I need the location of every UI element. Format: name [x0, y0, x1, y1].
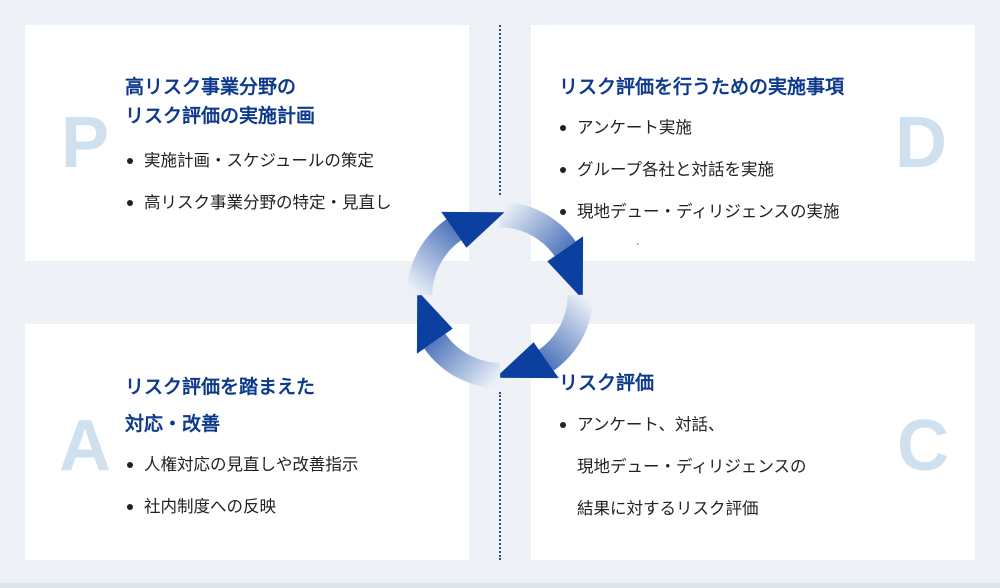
act-item: 人権対応の見直しや改善指示	[126, 444, 358, 486]
bottom-strip	[0, 583, 1000, 588]
act-panel: A リスク評価を踏まえた 対応・改善 人権対応の見直しや改善指示 社内制度への反…	[25, 324, 469, 560]
do-letter: D	[895, 103, 947, 183]
check-title-line-1: リスク評価	[559, 372, 655, 394]
do-item: 現地デュー・ディリジェンスの実施	[559, 191, 840, 233]
act-title-line-1: リスク評価を踏まえた	[125, 376, 316, 398]
check-title: リスク評価	[559, 369, 654, 398]
act-item: 社内制度への反映	[126, 486, 358, 528]
act-item-list: 人権対応の見直しや改善指示 社内制度への反映	[126, 444, 358, 528]
plan-item-list: 実施計画・スケジュールの策定 高リスク事業分野の特定・見直し	[126, 140, 392, 224]
plan-title: 高リスク事業分野の リスク評価の実施計画	[125, 73, 315, 131]
act-letter: A	[59, 406, 111, 486]
check-item-continuation: 結果に対するリスク評価	[577, 499, 759, 518]
divider-top	[499, 25, 501, 195]
stray-dot	[637, 243, 639, 245]
cycle-arrow-top-left	[406, 211, 505, 296]
plan-title-line-2: リスク評価の実施計画	[125, 105, 316, 127]
do-title-line-1: リスク評価を行うための実施事項	[559, 76, 845, 98]
do-item: グループ各社と対話を実施	[559, 149, 840, 191]
act-title-line-2: 対応・改善	[125, 413, 221, 435]
cycle-arrow-top-right	[499, 201, 584, 300]
plan-item: 高リスク事業分野の特定・見直し	[126, 182, 392, 224]
check-letter: C	[897, 406, 949, 486]
act-title: リスク評価を踏まえた 対応・改善	[125, 369, 315, 443]
check-item: アンケート、対話、	[559, 404, 807, 446]
plan-letter: P	[61, 103, 110, 183]
do-title: リスク評価を行うための実施事項	[559, 73, 844, 102]
cycle-arrow-bottom-right	[495, 294, 594, 379]
pdca-cycle-arrows	[406, 201, 594, 389]
plan-item: 実施計画・スケジュールの策定	[126, 140, 392, 182]
plan-panel: P 高リスク事業分野の リスク評価の実施計画 実施計画・スケジュールの策定 高リ…	[25, 25, 469, 261]
check-item-continuation: 現地デュー・ディリジェンスの	[577, 457, 807, 476]
do-item-list: アンケート実施 グループ各社と対話を実施 現地デュー・ディリジェンスの実施	[559, 107, 840, 233]
do-panel: D リスク評価を行うための実施事項 アンケート実施 グループ各社と対話を実施 現…	[531, 25, 975, 261]
cycle-arrow-bottom-left	[416, 290, 501, 389]
check-panel: C リスク評価 アンケート、対話、 現地デュー・ディリジェンスの 結果に対するリ…	[531, 324, 975, 560]
do-item: アンケート実施	[559, 107, 840, 149]
plan-title-line-1: 高リスク事業分野の	[125, 76, 297, 98]
divider-bottom	[499, 392, 501, 560]
check-item-list: アンケート、対話、 現地デュー・ディリジェンスの 結果に対するリスク評価	[559, 404, 807, 530]
